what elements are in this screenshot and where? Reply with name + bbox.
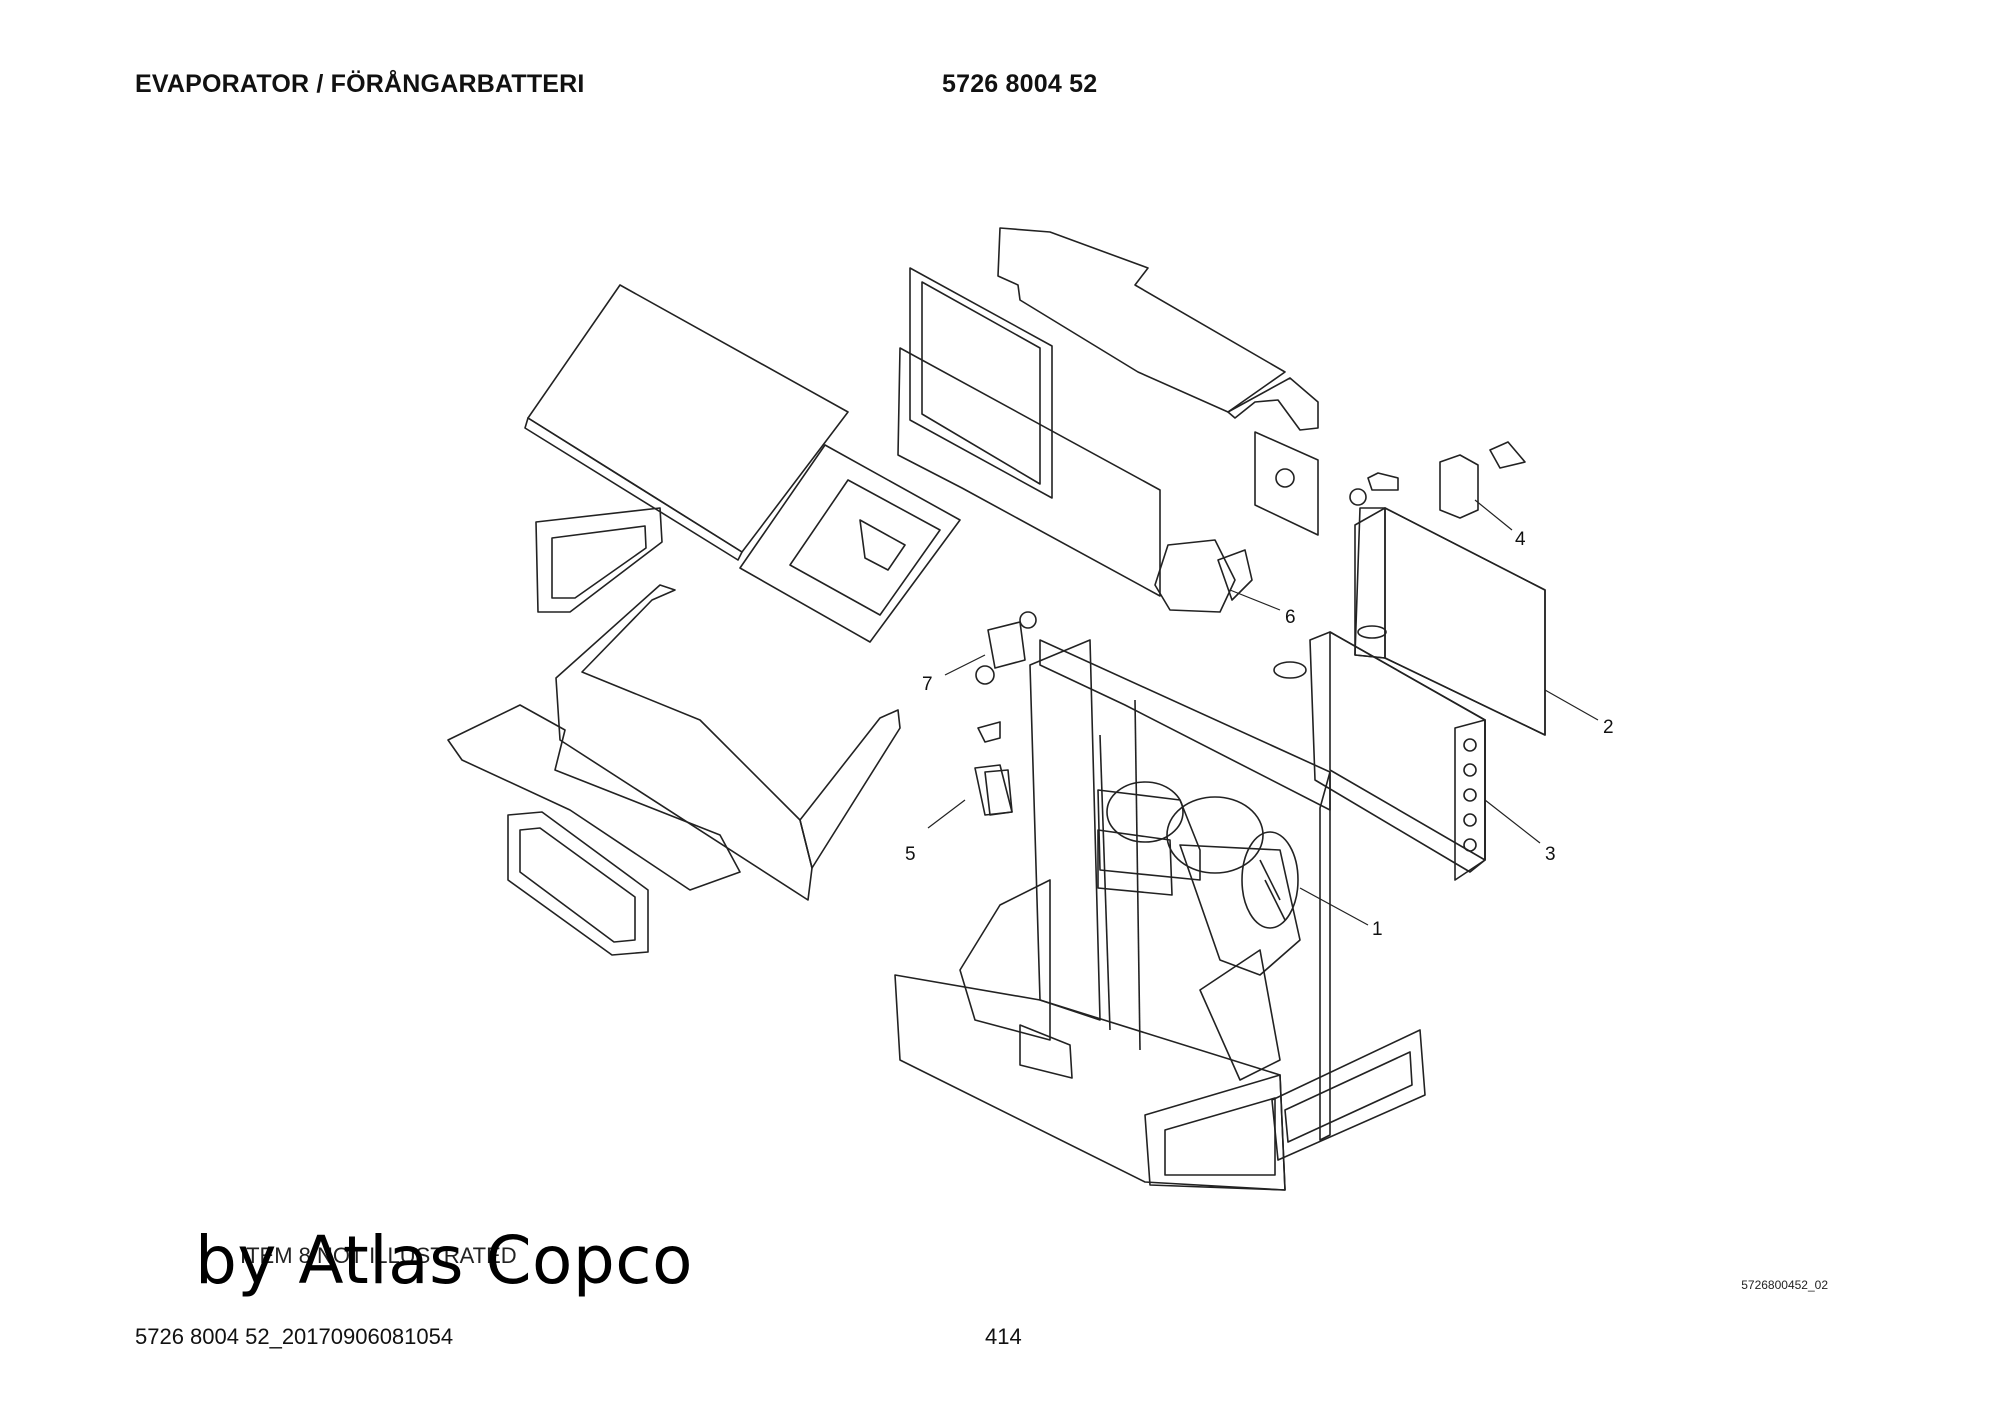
callout-5: 5 [905, 844, 916, 865]
left-gasket-frame-upper [535, 507, 663, 613]
page-title: EVAPORATOR / FÖRÅNGARBATTERI [135, 70, 585, 98]
thermostat-part [975, 611, 1037, 743]
left-duct [447, 584, 901, 901]
blower-fan [1097, 781, 1301, 976]
evaporator-chassis [894, 639, 1331, 1191]
outlet-grille [1271, 1029, 1426, 1161]
drawing-reference: 5726800452_02 [1741, 1278, 1828, 1292]
relay-part [974, 764, 1013, 816]
part-number: 5726 8004 52 [942, 70, 1098, 98]
expansion-valve [1349, 441, 1526, 519]
watermark: by Atlas Copco [195, 1222, 693, 1299]
callout-6: 6 [1285, 607, 1296, 628]
back-panel [739, 347, 1161, 643]
mounting-bracket [1254, 431, 1319, 536]
evaporator-coil [1273, 625, 1486, 881]
coil-housing [1354, 507, 1546, 736]
callout-1: 1 [1372, 919, 1383, 940]
callout-3: 3 [1545, 844, 1556, 865]
gasket-frame [909, 267, 1053, 499]
top-cover-plate [997, 227, 1319, 431]
footer-doc-id: 5726 8004 52_20170906081054 [135, 1324, 454, 1349]
callout-leaders [927, 499, 1599, 926]
callout-labels: 1 2 3 4 5 6 7 [905, 529, 1614, 940]
callout-7: 7 [922, 674, 933, 695]
actuator-motor [1154, 539, 1253, 613]
left-gasket-frame-lower [507, 811, 649, 956]
callout-2: 2 [1603, 717, 1614, 738]
callout-4: 4 [1515, 529, 1526, 550]
page-number: 414 [985, 1324, 1022, 1349]
not-illustrated-note: ITEM 8 NOT ILLUSTRATED [240, 1243, 517, 1268]
tilted-panel [524, 284, 849, 561]
